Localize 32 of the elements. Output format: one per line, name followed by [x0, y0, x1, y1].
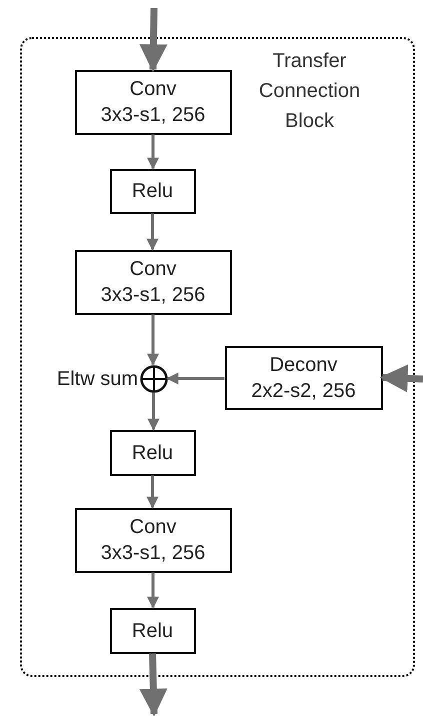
- layer-name: Conv: [130, 77, 176, 102]
- layer-params: 3x3-s1, 256: [100, 283, 206, 308]
- sum-circle: [140, 364, 168, 392]
- arrow: [146, 476, 158, 509]
- layer-name: Relu: [132, 440, 174, 466]
- layer-name: Conv: [130, 515, 176, 540]
- layer-box: [110, 168, 196, 214]
- layer-box: [110, 430, 196, 476]
- arrow: [146, 214, 158, 251]
- arrow: [166, 372, 224, 384]
- arrow: [380, 364, 423, 392]
- arrow: [147, 314, 159, 366]
- arrow: [147, 572, 159, 609]
- arrow: [148, 392, 160, 431]
- layer-name: Relu: [132, 618, 174, 644]
- layer-params: 3x3-s1, 256: [100, 541, 206, 566]
- arrow: [147, 134, 159, 170]
- layer-name: Conv: [130, 257, 176, 282]
- layer-name: Deconv: [270, 352, 338, 378]
- arrow: [139, 653, 168, 716]
- node-caption: Eltw sum: [56, 367, 138, 391]
- layer-params: 2x2-s2, 256: [251, 378, 356, 404]
- layer-box: [224, 346, 382, 410]
- layer-box: [74, 70, 232, 134]
- block-outline: [20, 37, 415, 677]
- layer-box: [74, 508, 232, 572]
- arrow: [139, 8, 168, 72]
- layer-box: [110, 608, 196, 654]
- block-title: Transfer Connection Block: [258, 49, 362, 134]
- layer-name: Relu: [132, 179, 174, 204]
- layer-box: [74, 250, 232, 314]
- layer-params: 3x3-s1, 256: [100, 103, 206, 128]
